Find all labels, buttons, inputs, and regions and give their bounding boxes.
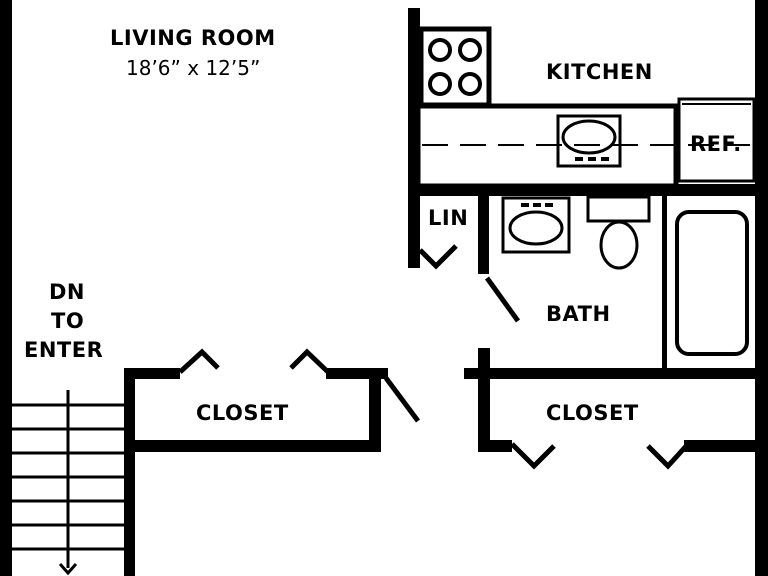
bathtub: [675, 210, 749, 356]
toilet-tank: [586, 195, 651, 223]
closet-left-label: CLOSET: [196, 401, 289, 425]
bath-door-icon: [484, 276, 521, 323]
wall-closet-right-bottom-b: [684, 440, 758, 452]
wall-bath-left-stub: [478, 348, 490, 374]
wall-closet-left-outer: [124, 368, 135, 576]
bath-label: BATH: [546, 302, 611, 326]
wall-kitchen-left: [408, 8, 420, 268]
stairs-down-arrow-icon: [58, 563, 78, 576]
stove: [418, 26, 492, 108]
wall-tub-left: [662, 194, 667, 372]
kitchen-sink-drain-icon: [575, 157, 609, 161]
closet-right-label: CLOSET: [546, 401, 639, 425]
stove-burners-icon: [428, 38, 482, 96]
wall-linen-right: [478, 194, 489, 274]
wall-closet-right-top: [464, 368, 758, 379]
wall-closet-left-bottom: [124, 440, 381, 452]
wall-closet-left-right: [369, 368, 381, 452]
wall-left-exterior: [0, 0, 12, 576]
entry-label-dn: DN: [49, 280, 86, 304]
living-room-label: LIVING ROOM: [110, 26, 276, 50]
closet-right-door-icon-a: [510, 442, 556, 470]
wall-closet-right-left: [478, 368, 490, 452]
living-door-swing-icon: [383, 376, 421, 423]
wall-closet-right-bottom-a: [478, 440, 512, 452]
wall-right-exterior: [755, 0, 768, 576]
linen-door-swing-icon: [418, 244, 458, 270]
closet-left-door-icon-a: [178, 348, 220, 374]
toilet-bowl: [599, 220, 639, 270]
wall-closet-left-top-a: [124, 368, 180, 379]
kitchen-sink-basin: [561, 119, 617, 155]
bath-sink-faucet-icon: [521, 203, 553, 207]
entry-label-to: TO: [51, 309, 85, 333]
entry-label-enter: ENTER: [24, 338, 104, 362]
refrigerator-label: REF.: [690, 132, 742, 156]
wall-closet-left-top-b: [326, 368, 388, 379]
refrigerator-outline: [677, 97, 756, 183]
wall-kitchen-bath: [418, 184, 758, 196]
bath-sink-basin: [508, 210, 564, 246]
closet-right-door-icon-b: [646, 442, 690, 470]
closet-left-door-icon-b: [289, 348, 330, 374]
kitchen-label: KITCHEN: [546, 60, 653, 84]
living-room-dimensions: 18’6” x 12’5”: [126, 56, 261, 80]
linen-label: LIN: [428, 206, 469, 230]
